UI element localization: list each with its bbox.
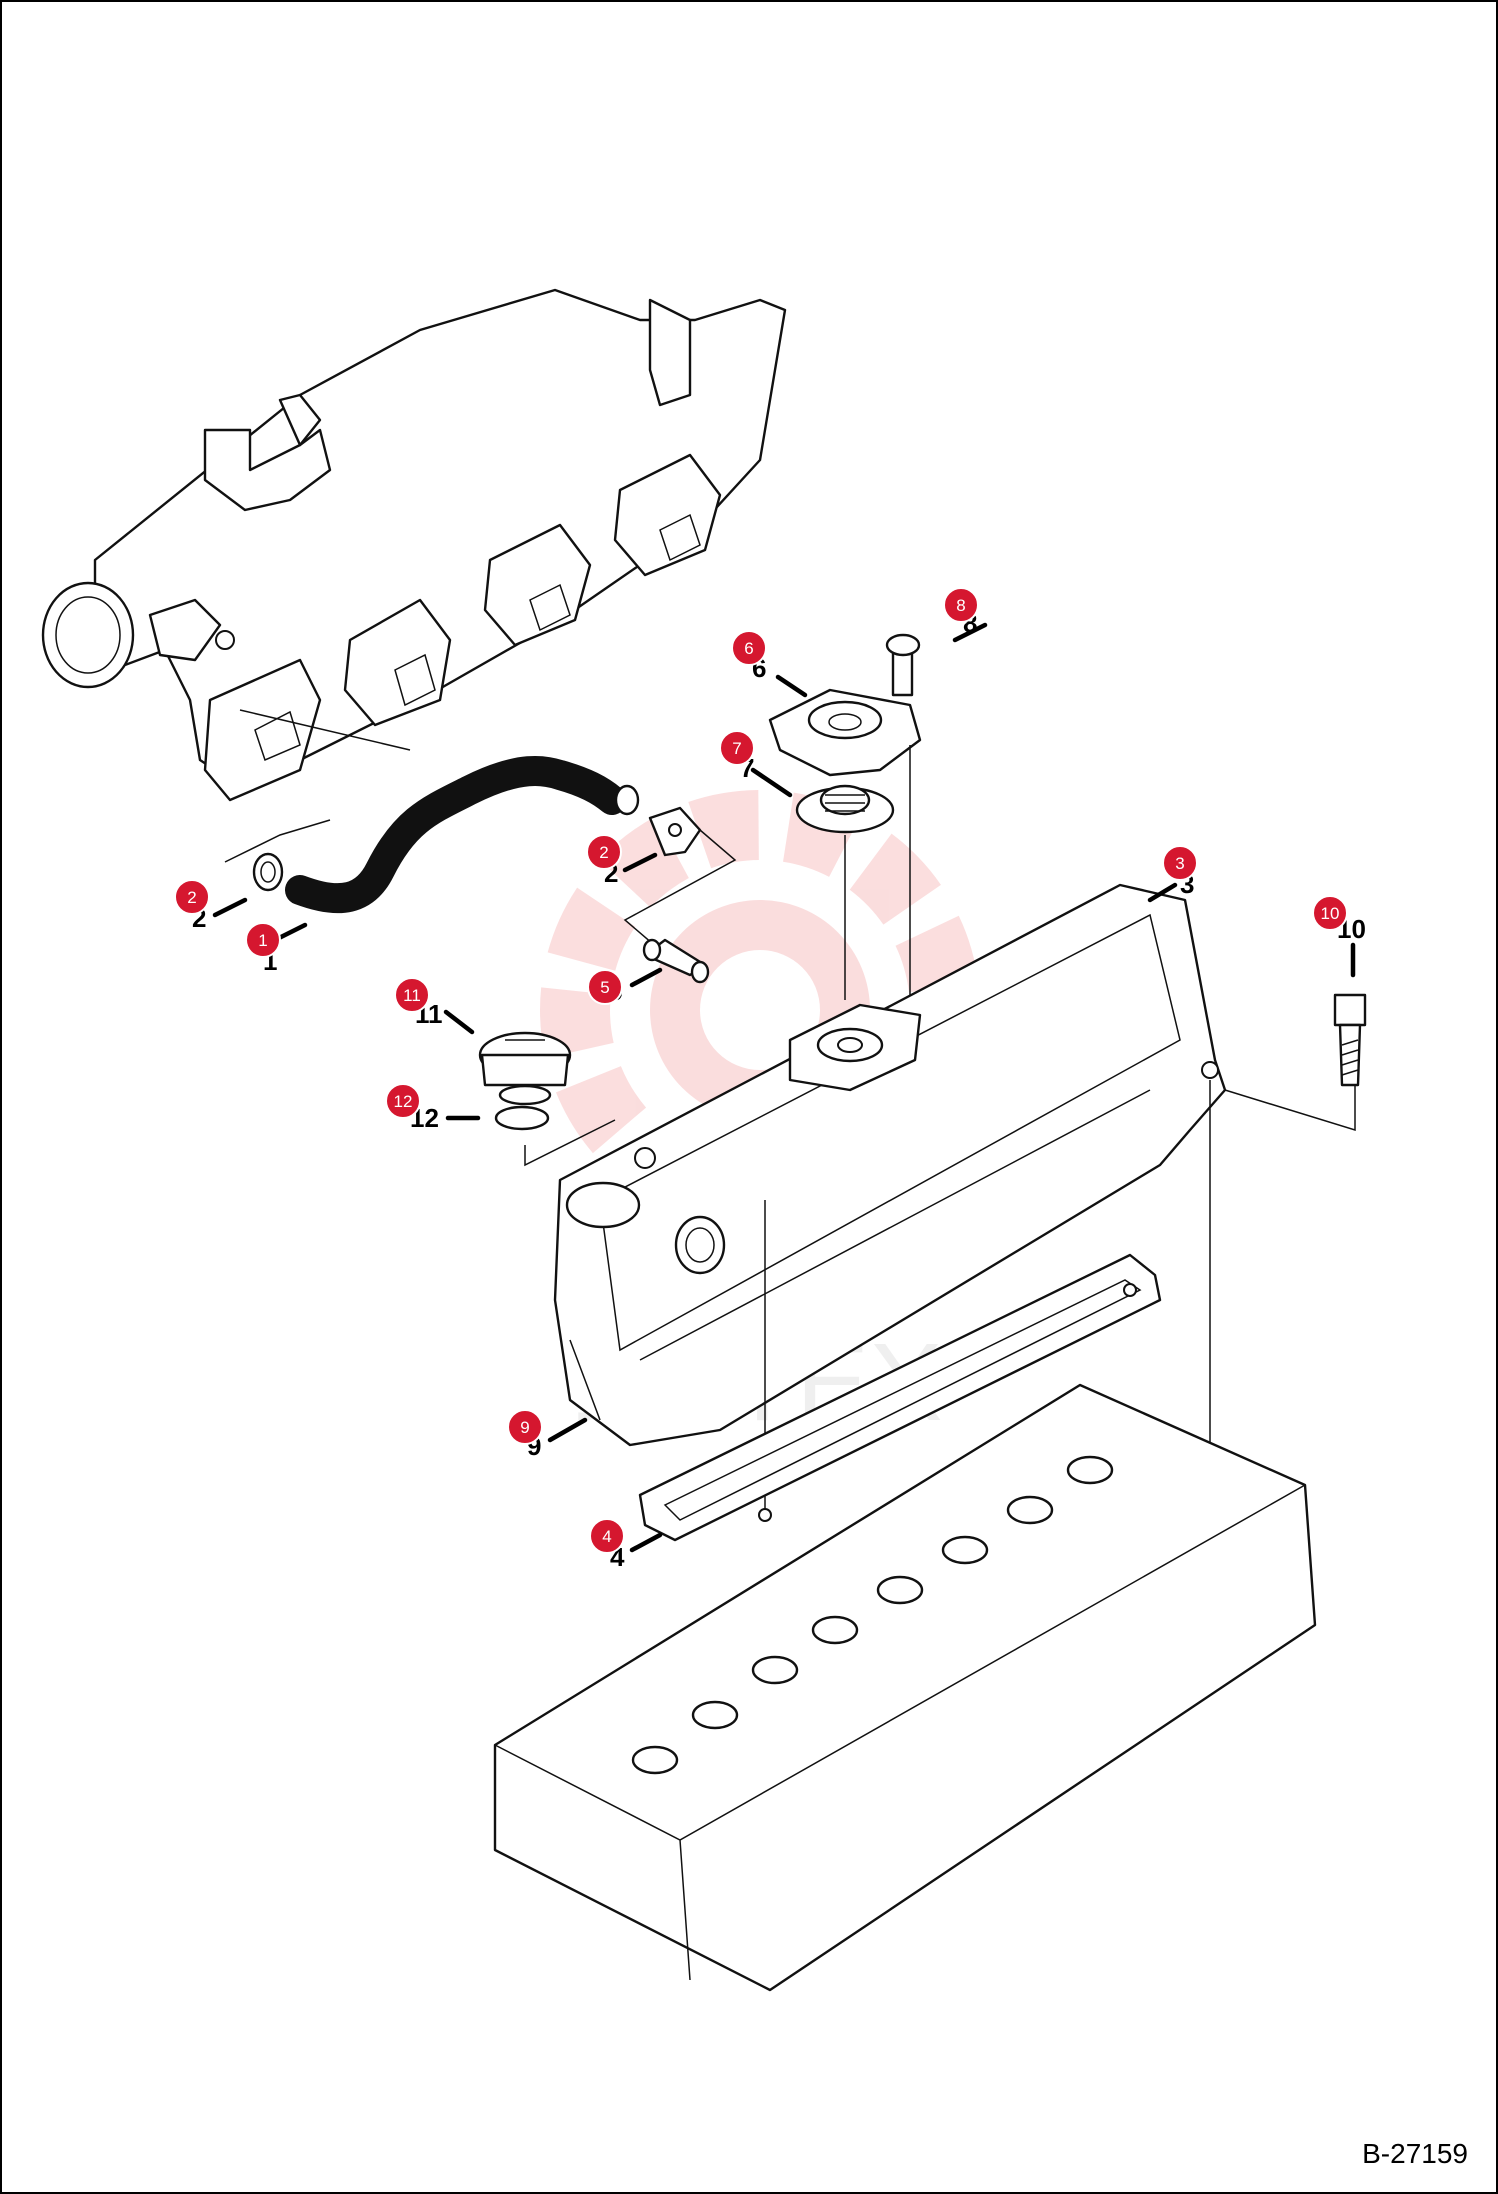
callout-badge-11: 11: [394, 977, 430, 1013]
svg-text:9: 9: [520, 1418, 529, 1437]
svg-text:7: 7: [732, 739, 741, 758]
callout-badge-7: 7: [719, 730, 755, 766]
callout-badge-12: 12: [385, 1083, 421, 1119]
intake-manifold: [41, 288, 787, 802]
breather-hose: [224, 755, 640, 914]
callout-badges: 1 2 2 3 4 5 6 7 8 9 10 11 12: [174, 587, 1348, 1554]
svg-text:6: 6: [744, 639, 753, 658]
breather-pipe: [642, 938, 710, 984]
oil-filler-oring: [494, 1105, 616, 1167]
callout-badge-3: 3: [1162, 845, 1198, 881]
callout-badge-1: 1: [245, 922, 281, 958]
callout-badge-2a: 2: [174, 879, 210, 915]
svg-text:10: 10: [1321, 904, 1340, 923]
head-bolt-holes: [631, 1455, 1114, 1775]
callout-badge-8: 8: [943, 587, 979, 623]
drawing-reference-number: B-27159: [1362, 2138, 1468, 2169]
callout-badge-9: 9: [507, 1409, 543, 1445]
valve-cover-gasket: [638, 1253, 1162, 1542]
breather-valve: [795, 745, 911, 1000]
svg-text:8: 8: [956, 596, 965, 615]
valve-cover: [553, 883, 1356, 1525]
hose-clamp-left: [252, 852, 284, 892]
svg-text:2: 2: [599, 843, 608, 862]
callout-badge-5: 5: [587, 969, 623, 1005]
hose-clamp-right: [623, 806, 737, 951]
breather-cover: [768, 688, 922, 777]
svg-text:2: 2: [187, 888, 196, 907]
callout-badge-10: 10: [1312, 895, 1348, 931]
svg-text:5: 5: [600, 978, 609, 997]
svg-text:3: 3: [1175, 854, 1184, 873]
svg-text:1: 1: [258, 931, 267, 950]
svg-text:4: 4: [602, 1527, 611, 1546]
cylinder-head: [493, 1383, 1317, 1992]
cover-bolt: [1333, 993, 1367, 1087]
pointer-lines: [212, 622, 1356, 1553]
callout-badge-4: 4: [589, 1518, 625, 1554]
oil-filler-cap: [478, 1031, 572, 1106]
svg-text:11: 11: [403, 986, 421, 1005]
callout-badge-6: 6: [731, 630, 767, 666]
cover-screw: [885, 633, 921, 697]
callout-badge-2b: 2: [586, 834, 622, 870]
svg-text:12: 12: [394, 1092, 413, 1111]
